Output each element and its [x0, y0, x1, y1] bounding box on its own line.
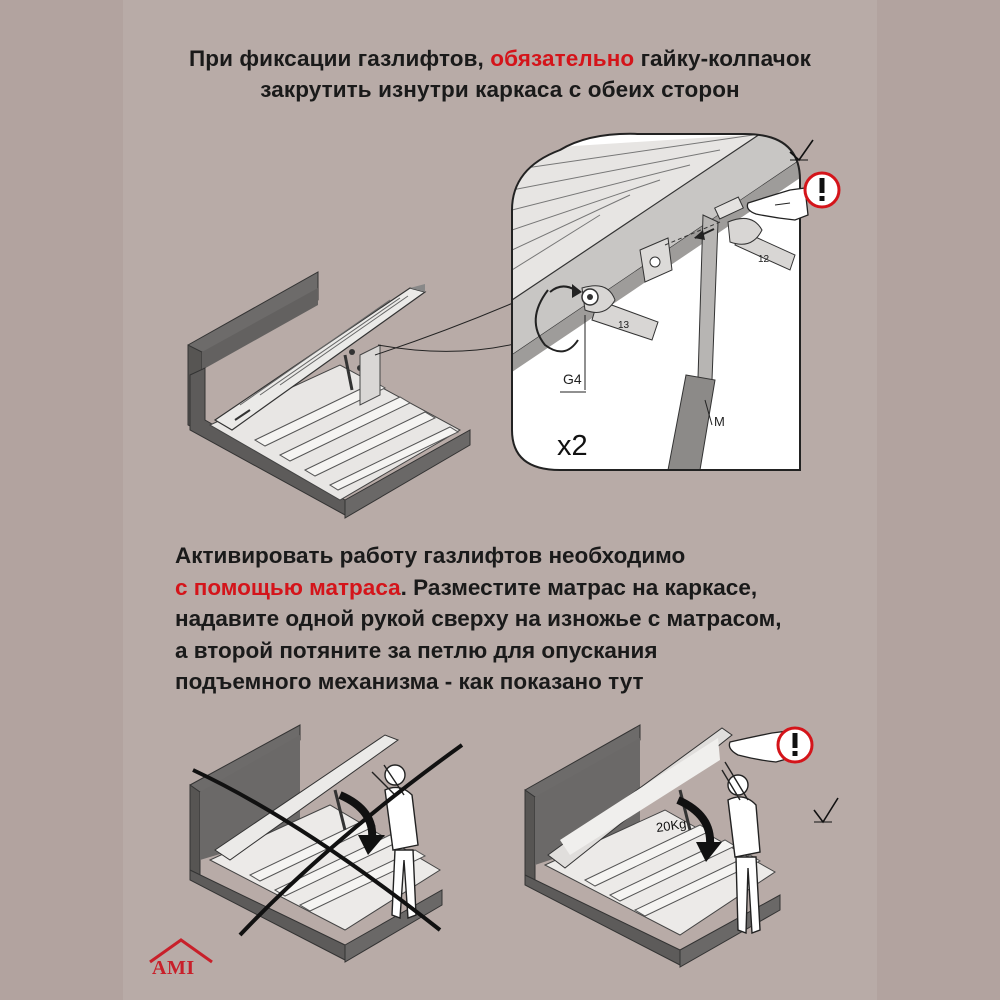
instruction-line-2: с помощью матраса. Разместите матрас на …	[175, 574, 758, 600]
checkmark-icon	[789, 139, 814, 162]
wrench-size-b: 12	[758, 254, 770, 265]
instruction-line-3: надавите одной рукой сверху на изножье с…	[175, 606, 782, 631]
ami-logo-roof	[149, 938, 213, 964]
person-figure-right	[721, 761, 761, 934]
exclamation-warning-icon	[803, 171, 841, 209]
instruction-line-1: Активировать работу газлифтов необходимо	[175, 543, 686, 568]
headline-line-2: закрутить изнутри каркаса с обеих сторон	[260, 77, 740, 102]
ami-logo: AMI	[152, 957, 195, 979]
wrench-size-a: 13	[618, 320, 630, 331]
instruction-emphasis: с помощью матраса	[175, 574, 401, 600]
headline: При фиксации газлифтов, обязательно гайк…	[123, 43, 877, 105]
headline-emphasis: обязательно	[490, 46, 635, 71]
instruction-text: Активировать работу газлифтов необходимо…	[175, 540, 875, 698]
correct-method-illustration	[524, 724, 839, 968]
incorrect-method-illustration	[189, 724, 464, 963]
checkmark-icon-bottom	[813, 797, 839, 824]
instruction-line-5: подъемного механизма - как показано тут	[175, 669, 644, 694]
exclamation-warning-icon-bottom	[776, 726, 814, 764]
pointing-hand-icon	[746, 187, 809, 221]
person-figure-left	[371, 764, 419, 919]
count-label: x2	[557, 430, 588, 462]
bed-illustration-top	[187, 271, 531, 519]
headline-line-1: При фиксации газлифтов, обязательно гайк…	[188, 46, 812, 71]
detail-bubble: 13 12	[511, 132, 841, 471]
g4-label: G4	[563, 371, 582, 387]
slats-top	[253, 381, 460, 491]
instruction-line-4: а второй потяните за петлю для опускания	[175, 637, 658, 663]
m-label: M	[714, 414, 725, 429]
pointing-hand-icon-bottom	[728, 730, 791, 763]
